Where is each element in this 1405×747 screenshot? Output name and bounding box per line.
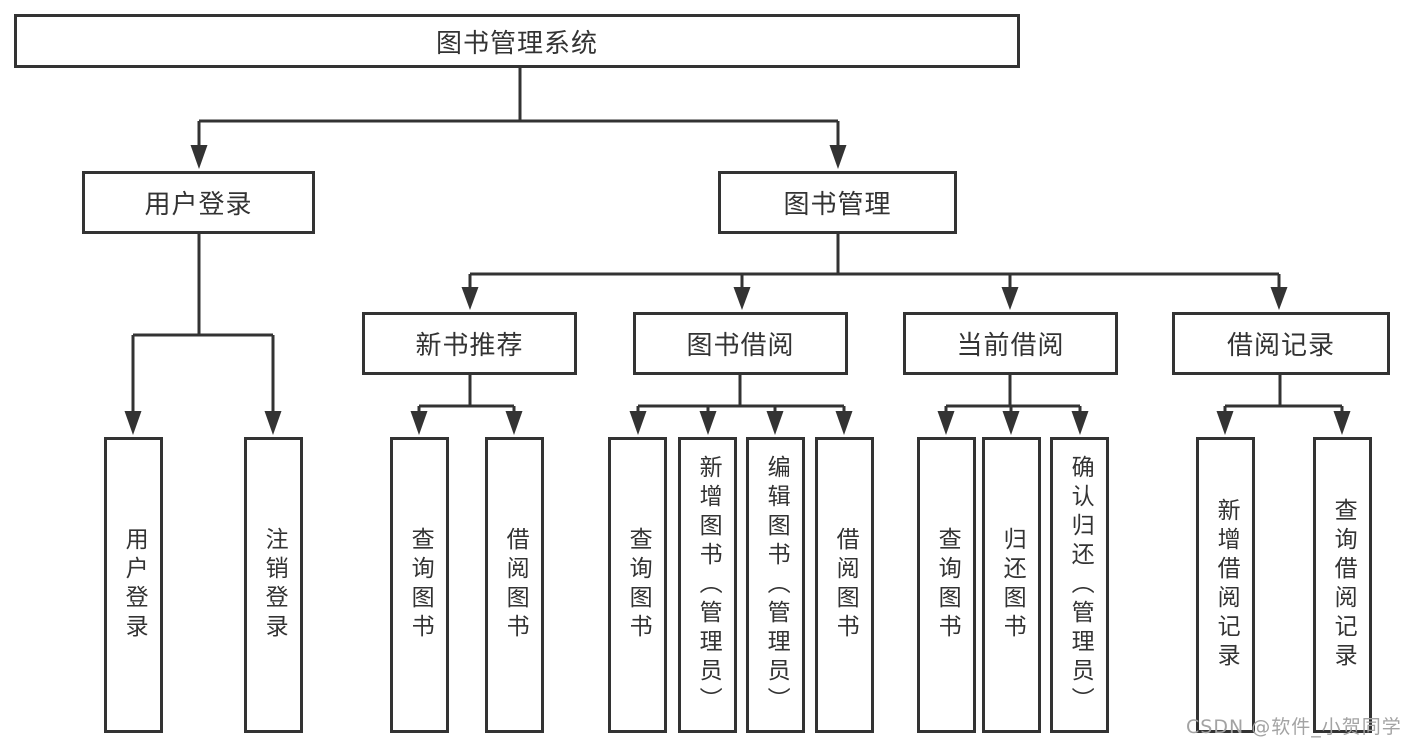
edge-book-mgmt-to-level3: [468, 234, 1281, 291]
leaf-rec-query-book: 查询图书: [390, 437, 449, 733]
leaf-rec-borrow-book-label: 借阅图书: [502, 527, 529, 643]
node-new-book-rec: 新书推荐: [362, 312, 577, 375]
leaf-current-return-book-label: 归还图书: [999, 527, 1026, 643]
leaf-rec-query-book-label: 查询图书: [407, 527, 434, 643]
leaf-borrow-borrow-book: 借阅图书: [815, 437, 874, 733]
edge-root-to-level2: [197, 68, 840, 149]
leaf-borrow-query-book-label: 查询图书: [625, 527, 652, 643]
leaf-borrow-query-book: 查询图书: [608, 437, 667, 733]
leaf-borrow-edit-book: 编辑图书（管理员）: [746, 437, 805, 733]
arrowheads: [124, 145, 1351, 435]
leaf-record-query-label: 查询借阅记录: [1330, 498, 1357, 672]
leaf-borrow-add-book: 新增图书（管理员）: [678, 437, 737, 733]
node-new-book-rec-label: 新书推荐: [415, 331, 524, 361]
leaf-current-confirm-return: 确认归还（管理员）: [1050, 437, 1109, 733]
node-borrow-record-label: 借阅记录: [1226, 331, 1335, 361]
leaf-current-query-book: 查询图书: [917, 437, 976, 733]
leaf-current-return-book: 归还图书: [982, 437, 1041, 733]
node-current-borrow-label: 当前借阅: [956, 331, 1065, 361]
leaf-rec-borrow-book: 借阅图书: [485, 437, 544, 733]
edge-user-login-to-leaves: [131, 234, 275, 416]
leaf-current-confirm-return-label: 确认归还（管理员）: [1067, 454, 1094, 716]
leaf-user-login-label: 用户登录: [121, 527, 148, 643]
csdn-watermark: CSDN @软件_小贺同学: [1186, 716, 1402, 738]
leaf-logout: 注销登录: [244, 437, 303, 733]
node-book-borrow: 图书借阅: [633, 312, 848, 375]
leaf-logout-label: 注销登录: [261, 527, 288, 643]
node-root-system-label: 图书管理系统: [435, 28, 598, 59]
node-user-login-label: 用户登录: [144, 190, 253, 220]
leaf-current-query-book-label: 查询图书: [934, 527, 961, 643]
node-book-mgmt: 图书管理: [718, 171, 957, 234]
leaf-borrow-add-book-label: 新增图书（管理员）: [695, 454, 722, 716]
leaf-record-add-label: 新增借阅记录: [1213, 498, 1240, 672]
edge-book-borrow-to-leaves: [636, 375, 846, 416]
node-current-borrow: 当前借阅: [903, 312, 1118, 375]
node-book-mgmt-label: 图书管理: [783, 190, 892, 220]
leaf-record-query: 查询借阅记录: [1313, 437, 1372, 733]
node-borrow-record: 借阅记录: [1172, 312, 1390, 375]
node-user-login: 用户登录: [82, 171, 315, 234]
leaf-borrow-borrow-book-label: 借阅图书: [832, 527, 859, 643]
edge-current-borrow-to-leaves: [944, 375, 1082, 416]
node-root-system: 图书管理系统: [14, 14, 1020, 68]
edge-new-book-rec-to-leaves: [417, 375, 516, 416]
node-book-borrow-label: 图书借阅: [686, 331, 795, 361]
leaf-user-login: 用户登录: [104, 437, 163, 733]
edge-borrow-record-to-leaves: [1223, 375, 1344, 416]
leaf-record-add: 新增借阅记录: [1196, 437, 1255, 733]
leaf-borrow-edit-book-label: 编辑图书（管理员）: [763, 454, 790, 716]
